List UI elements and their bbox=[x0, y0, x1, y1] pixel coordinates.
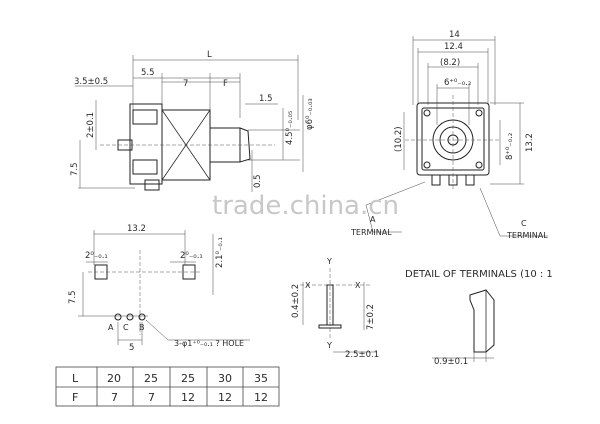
dim-8-side: 8⁺⁰₋₀.₂ bbox=[505, 133, 515, 160]
dim-5-5: 5.5 bbox=[141, 68, 155, 78]
dim-7: 7 bbox=[183, 79, 188, 89]
pcb-pin-a: A bbox=[108, 323, 114, 332]
pcb-dim-2-1: 2.1⁰₋₀.₁ bbox=[215, 237, 225, 268]
detail-title: DETAIL OF TERMINALS (10 : 1 bbox=[405, 269, 553, 280]
terminal-xy: Y X X Y 0.4±0.2 7±0.2 2.5±0.1 bbox=[291, 257, 379, 360]
detail-dim-0-9: 0.9±0.1 bbox=[434, 357, 468, 367]
table-row-label: F bbox=[72, 391, 78, 404]
dim-0-5: 0.5 bbox=[253, 174, 263, 188]
table-row-label: L bbox=[72, 372, 79, 385]
side-view: L 5.5 7 F 3.5±0.5 1.5 2±0.1 7.5 4.5⁰₋₀.₀… bbox=[70, 50, 315, 192]
table-cell: 35 bbox=[254, 372, 268, 385]
table-cell: 12 bbox=[218, 391, 232, 404]
table-cell: 30 bbox=[218, 372, 232, 385]
xy-x-left: X bbox=[305, 281, 311, 290]
pcb-dim-2-left: 2⁰₋₀.₁ bbox=[85, 251, 108, 261]
terminal-c-label: TERMINAL bbox=[506, 231, 548, 240]
pcb-dim-2-right: 2⁰₋₀.₁ bbox=[180, 251, 203, 261]
table-cell: 25 bbox=[144, 372, 158, 385]
xy-dim-0-4: 0.4±0.2 bbox=[291, 284, 301, 318]
pcb-layout: 13.2 2⁰₋₀.₁ 2⁰₋₀.₁ 2.1⁰₋₀.₁ 7.5 A C B 5 … bbox=[68, 224, 250, 353]
dim-13-2: 13.2 bbox=[525, 133, 535, 152]
dim-8-2: (8.2) bbox=[440, 58, 460, 68]
dim-6: 6⁺⁰₋₀.₂ bbox=[444, 78, 471, 88]
hole-note: 3-φ1⁺⁰₋₀.₁ ? HOLE bbox=[174, 339, 244, 348]
front-view: 14 12.4 (8.2) 6⁺⁰₋₀.₂ (10.2) 8⁺⁰₋₀.₂ 13.… bbox=[350, 30, 548, 240]
terminal-a-letter: A bbox=[370, 215, 376, 224]
dim-4-5: 4.5⁰₋₀.₀₅ bbox=[285, 111, 295, 145]
xy-y-bottom: Y bbox=[326, 341, 332, 350]
xy-y-top: Y bbox=[326, 257, 332, 266]
pcb-dim-7-5: 7.5 bbox=[68, 290, 78, 304]
dim-10-2: (10.2) bbox=[394, 126, 404, 152]
terminal-c-letter: C bbox=[521, 219, 527, 228]
dim-7-5-side: 7.5 bbox=[70, 162, 80, 176]
pcb-pin-c: C bbox=[123, 323, 129, 332]
dim-12-4: 12.4 bbox=[444, 42, 463, 52]
table-cell: 12 bbox=[254, 391, 268, 404]
xy-x-right: X bbox=[355, 281, 361, 290]
terminal-detail: DETAIL OF TERMINALS (10 : 1 0.9±0.1 bbox=[405, 269, 553, 367]
table-cell: 7 bbox=[111, 391, 118, 404]
dim-L: L bbox=[207, 50, 212, 60]
dimension-table: L 20 25 25 30 35 F 7 7 12 12 12 bbox=[55, 366, 280, 407]
xy-dim-2-5: 2.5±0.1 bbox=[345, 350, 379, 360]
terminal-a-label: TERMINAL bbox=[350, 228, 392, 237]
watermark: trade.china.cn bbox=[212, 191, 399, 221]
table-cell: 20 bbox=[107, 372, 121, 385]
dim-2: 2±0.1 bbox=[86, 112, 96, 138]
dim-phi6: φ6⁰₋₀.₀₃ bbox=[305, 98, 315, 130]
table-cell: 12 bbox=[181, 391, 195, 404]
pcb-dim-5: 5 bbox=[129, 343, 134, 353]
table-cell: 7 bbox=[148, 391, 155, 404]
dim-F: F bbox=[223, 79, 228, 89]
table-cell: 25 bbox=[181, 372, 195, 385]
dim-14: 14 bbox=[449, 30, 460, 40]
dim-1-5: 1.5 bbox=[259, 94, 273, 104]
pcb-dim-13-2: 13.2 bbox=[127, 224, 146, 234]
dim-3-5: 3.5±0.5 bbox=[74, 77, 108, 87]
xy-dim-7: 7±0.2 bbox=[366, 304, 376, 330]
